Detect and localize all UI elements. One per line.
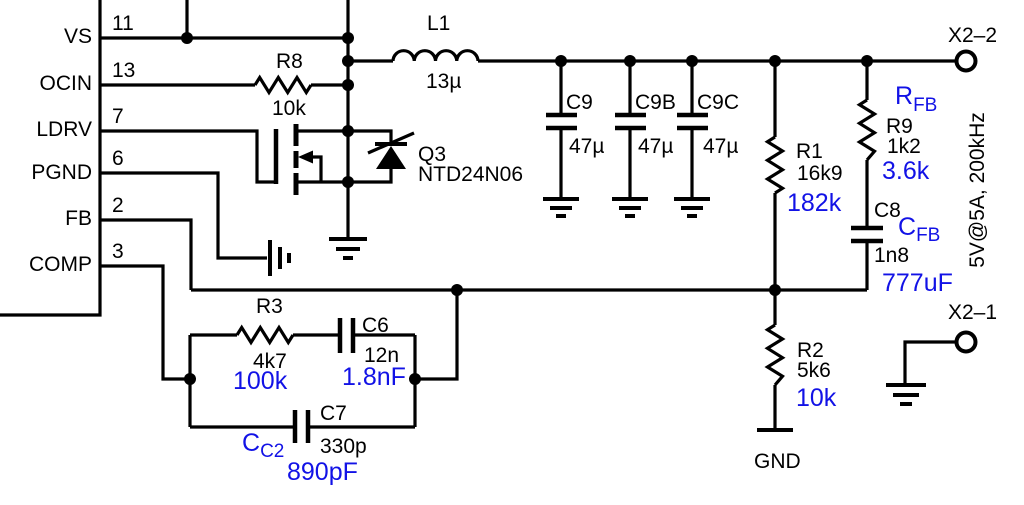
pin-label-ocin: OCIN xyxy=(40,72,93,95)
l1-ref: L1 xyxy=(427,12,450,35)
l1-value: 13µ xyxy=(426,70,461,93)
resistor-body xyxy=(856,98,878,162)
capacitor-c9: C9 47µ xyxy=(543,61,604,218)
q3-ref: Q3 xyxy=(418,143,446,166)
c9-ref: C9 xyxy=(566,91,593,114)
c9c-value: 47µ xyxy=(703,135,738,158)
pin-number-2: 2 xyxy=(112,194,124,217)
c8-alt-label: CFB xyxy=(898,213,940,246)
r3-annotation: 100k xyxy=(233,367,288,395)
r3-value: 4k7 xyxy=(253,350,287,373)
r1-value: 16k9 xyxy=(797,162,843,185)
r2-value: 5k6 xyxy=(797,359,831,382)
wire-fb xyxy=(100,218,193,290)
r9-alt-label: RFB xyxy=(895,82,937,116)
c7-ref: C7 xyxy=(320,402,347,425)
zener-cathode-lead xyxy=(348,129,393,143)
r1-annotation: 182k xyxy=(787,189,842,217)
pin-label-vs: VS xyxy=(64,25,92,48)
c7-annotation: 890pF xyxy=(287,458,358,486)
r3-ref: R3 xyxy=(256,295,283,318)
pin-label-fb: FB xyxy=(65,207,92,230)
ic-outline xyxy=(0,0,102,317)
pin-label-comp: COMP xyxy=(29,253,92,276)
output-spec-note: 5V@5A, 200kHz xyxy=(966,112,989,268)
r9-annotation: 3.6k xyxy=(882,157,930,185)
pin-label-ldrv: LDRV xyxy=(36,118,92,141)
gnd-label: GND xyxy=(754,450,801,473)
zener-anode-triangle xyxy=(376,146,406,169)
r8-ref: R8 xyxy=(276,50,303,73)
terminal-x2-1: X2–1 xyxy=(886,301,997,406)
q3-part: NTD24N06 xyxy=(418,163,523,186)
r2-ref: R2 xyxy=(797,339,824,362)
r2-annotation: 10k xyxy=(796,384,837,412)
body-lead xyxy=(310,155,323,182)
wire-ldrv xyxy=(100,129,276,184)
junction-dots xyxy=(181,32,873,385)
zener-slash xyxy=(367,131,415,155)
c8-ref: C8 xyxy=(874,199,901,222)
terminal-label: X2–1 xyxy=(948,301,997,324)
resistor-r3-body xyxy=(235,324,295,346)
capacitor-c9b: C9B 47µ xyxy=(612,61,676,218)
zener-anode-lead xyxy=(348,169,393,184)
c6-value: 12n xyxy=(364,344,399,367)
c6-ref: C6 xyxy=(362,314,389,337)
inductor-l1: L1 13µ xyxy=(348,12,955,93)
resistor-body xyxy=(764,135,786,195)
c6-annotation: 1.8nF xyxy=(342,363,406,391)
terminal-label: X2–2 xyxy=(948,24,997,47)
c9b-value: 47µ xyxy=(638,135,673,158)
ic-body: VS OCIN LDRV PGND FB COMP 11 13 7 6 2 3 xyxy=(0,0,348,381)
wire-pgnd xyxy=(100,171,267,260)
resistor-body xyxy=(253,74,313,96)
r1-ref: R1 xyxy=(796,140,823,163)
c8-value: 1n8 xyxy=(874,244,909,267)
resistor-r1: R1 16k9 182k xyxy=(764,61,843,290)
r9-value: 1k2 xyxy=(887,135,921,158)
pin-number-13: 13 xyxy=(112,59,135,82)
compensation-network: R3 4k7 100k C6 12n 1.8nF C7 330p CC2 890… xyxy=(188,290,459,486)
resistor-r8: R8 10k xyxy=(253,50,313,120)
r9-ref: R9 xyxy=(886,115,913,138)
inductor-body xyxy=(391,49,480,62)
resistor-r2: R2 5k6 10k GND xyxy=(754,290,837,473)
mosfet-q3: Q3 NTD24N06 xyxy=(273,124,523,195)
pin-number-7: 7 xyxy=(112,105,124,128)
c9c-ref: C9C xyxy=(697,91,739,114)
capacitor-c8: C8 CFB 1n8 777uF xyxy=(851,199,953,297)
loop-to-rail xyxy=(415,290,459,381)
c9b-ref: C9B xyxy=(635,91,676,114)
resistor-body xyxy=(764,323,786,387)
pin-number-11: 11 xyxy=(112,12,134,35)
pin-number-3: 3 xyxy=(112,240,124,263)
c8-annotation: 777uF xyxy=(882,269,953,297)
terminal-circle xyxy=(954,49,978,73)
capacitor-c9c: C9C 47µ xyxy=(674,61,739,218)
c7-alt-label: CC2 xyxy=(242,429,284,462)
pgnd-ground-symbol xyxy=(268,240,291,276)
terminal-circle xyxy=(954,330,978,354)
c7-value: 330p xyxy=(320,435,367,458)
wire-comp xyxy=(100,264,190,381)
terminal-x2-2: X2–2 xyxy=(948,24,997,73)
resistor-r9: RFB R9 1k2 3.6k xyxy=(856,61,937,228)
pin-label-pgnd: PGND xyxy=(31,161,92,184)
c9-value: 47µ xyxy=(569,135,604,158)
body-arrow xyxy=(298,150,313,164)
pin-number-6: 6 xyxy=(112,147,124,170)
r8-value: 10k xyxy=(272,97,306,120)
